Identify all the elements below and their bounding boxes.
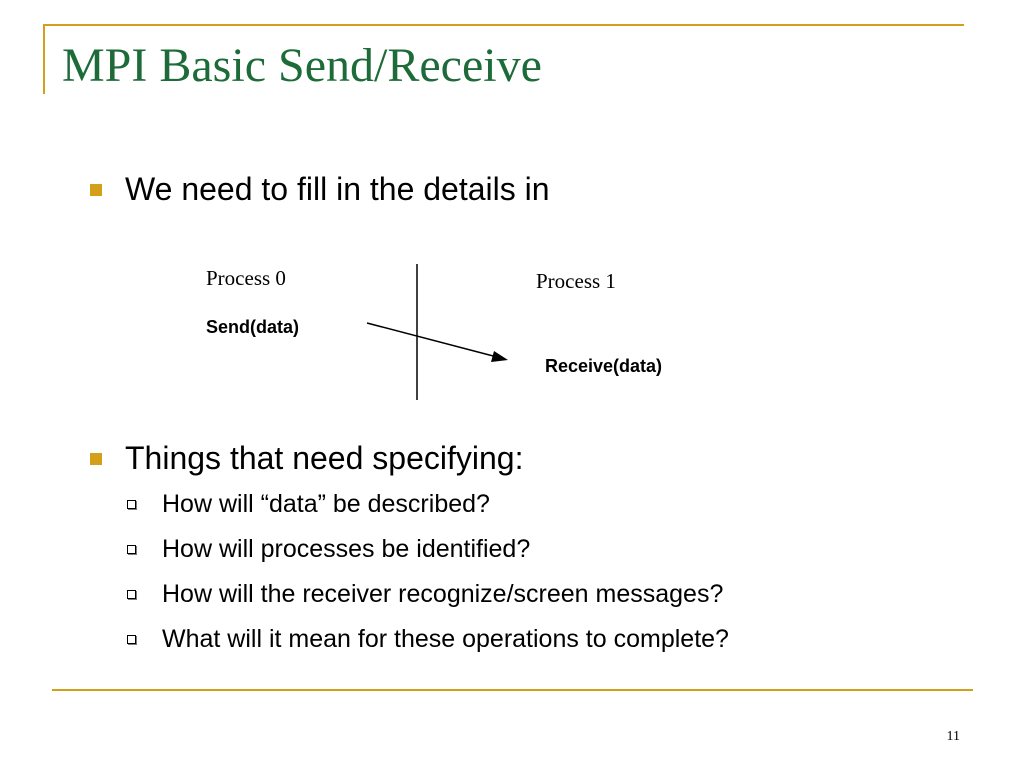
page-number: 11 [946,729,960,744]
left-rule [43,24,45,94]
hollow-square-bullet-icon [127,589,136,599]
send-call-label: Send(data) [206,317,300,337]
sub-bullet-text: How will “data” be described? [162,490,490,518]
bullet-item: Things that need specifying: [90,440,524,476]
sub-bullet-text: How will the receiver recognize/screen m… [162,580,724,608]
hollow-square-bullet-icon [127,634,136,644]
sub-bullet-text: What will it mean for these operations t… [162,625,729,653]
arrow-head-icon [491,351,508,362]
bullet-text: We need to fill in the details in [125,171,550,207]
sub-bullet-item: What will it mean for these operations t… [127,625,729,654]
square-bullet-icon [90,183,102,196]
process-0-label: Process 0 [206,266,286,290]
bottom-rule [52,689,973,691]
sub-bullet-text: How will processes be identified? [162,535,531,563]
top-rule [43,24,964,26]
bullet-text: Things that need specifying: [125,440,524,476]
sub-bullet-item: How will the receiver recognize/screen m… [127,580,723,609]
process-1-label: Process 1 [536,269,616,293]
slide-title: MPI Basic Send/Receive [62,39,542,92]
hollow-square-bullet-icon [127,544,136,554]
message-arrow-line [366,322,498,358]
receive-call-label: Receive(data) [545,356,663,376]
hollow-square-bullet-icon [127,499,136,509]
square-bullet-icon [90,452,102,465]
bullet-item: We need to fill in the details in [90,171,550,207]
sub-bullet-item: How will processes be identified? [127,535,530,564]
sub-bullet-item: How will “data” be described? [127,490,490,519]
